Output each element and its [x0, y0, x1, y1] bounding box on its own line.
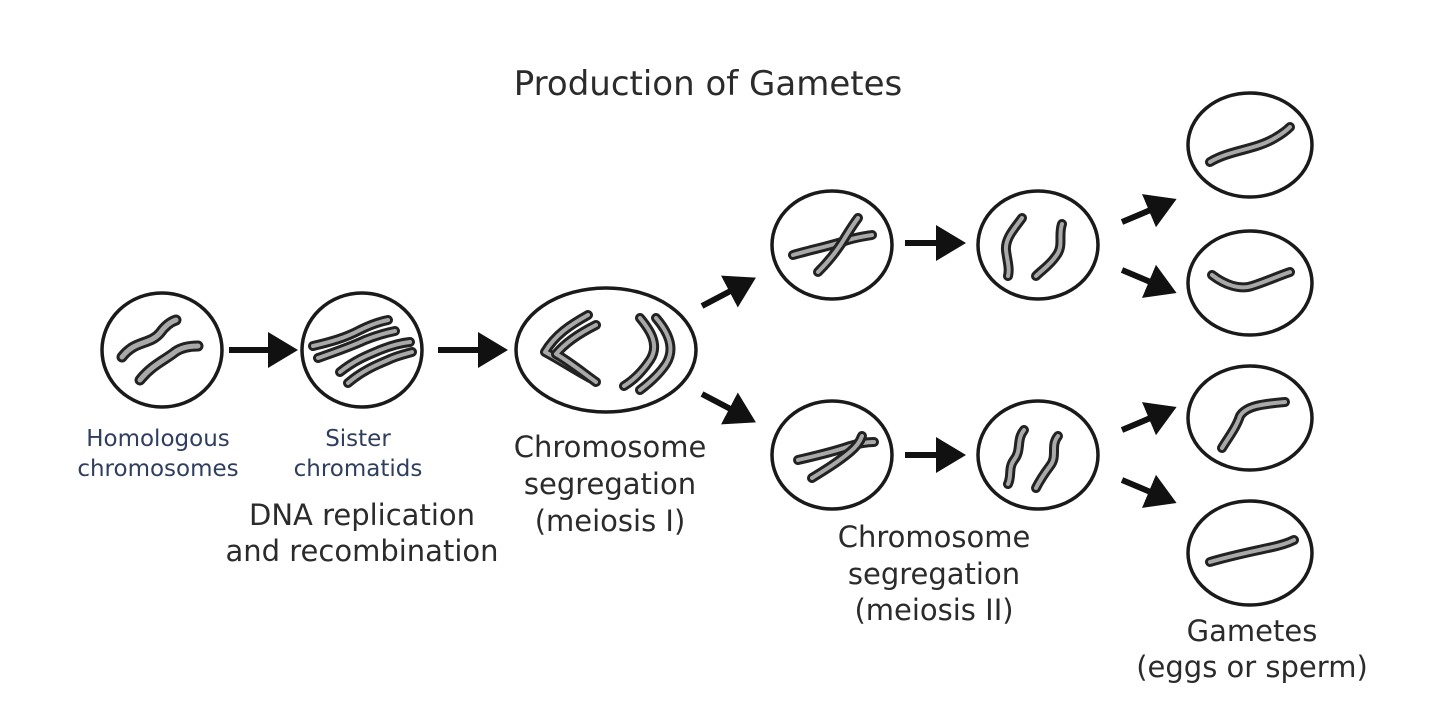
- chromosome: [540, 310, 601, 387]
- chromosome: [619, 313, 676, 395]
- chromosome: [308, 315, 400, 363]
- cell-homologous-chromosomes: [100, 291, 224, 409]
- arrow-down-right: [1120, 474, 1177, 508]
- label-segregation2-line2: segregation: [848, 557, 1020, 591]
- chromosome: [807, 431, 867, 483]
- label-homologous-line1: Homologous: [86, 426, 230, 452]
- label-segregation1-line1: Chromosome: [514, 430, 707, 464]
- chromosome: [1003, 425, 1029, 489]
- label-segregation2-line3: (meiosis II): [854, 593, 1013, 627]
- cell-meiosis-two-top-a: [770, 189, 894, 301]
- chromosome: [813, 213, 863, 277]
- label-homologous-line2: chromosomes: [77, 456, 238, 482]
- cell-meiosis-two-bottom-b: [976, 399, 1100, 511]
- gamete-cell: [1186, 91, 1314, 199]
- label-sister-line2: chromatids: [294, 456, 423, 482]
- gamete-cell: [1186, 229, 1314, 337]
- label-dna-replication-line2: and recombination: [225, 534, 498, 568]
- arrow-up-right: [700, 275, 756, 309]
- chromosome: [134, 340, 204, 386]
- cell-meiosis-two-top-b: [976, 189, 1100, 301]
- arrow-up-right: [1120, 194, 1177, 228]
- label-dna-replication-line1: DNA replication: [249, 498, 475, 532]
- label-segregation2-line1: Chromosome: [838, 520, 1031, 554]
- gamete-cell: [1186, 499, 1314, 607]
- chromosome: [335, 337, 417, 388]
- arrow-down-right: [1120, 264, 1177, 298]
- cell-sister-chromatids: [300, 291, 424, 409]
- label-gametes-line1: Gametes: [1187, 614, 1318, 648]
- label-sister-line1: Sister: [325, 426, 391, 452]
- label-segregation1-line2: segregation: [524, 467, 696, 501]
- cell-meiosis-two-bottom-a: [770, 399, 894, 511]
- chromosome: [1031, 219, 1067, 281]
- chromosome: [116, 314, 182, 363]
- arrow-down-right: [700, 391, 756, 425]
- diagram-title: Production of Gametes: [514, 64, 902, 104]
- label-gametes-line2: (eggs or sperm): [1136, 650, 1368, 684]
- chromosome: [1000, 213, 1027, 281]
- label-segregation1-line3: (meiosis I): [535, 504, 686, 538]
- cell-meiosis-one: [514, 286, 698, 414]
- arrow-up-right: [1120, 402, 1177, 436]
- gamete-cell: [1186, 364, 1314, 472]
- chromosome: [1031, 431, 1063, 493]
